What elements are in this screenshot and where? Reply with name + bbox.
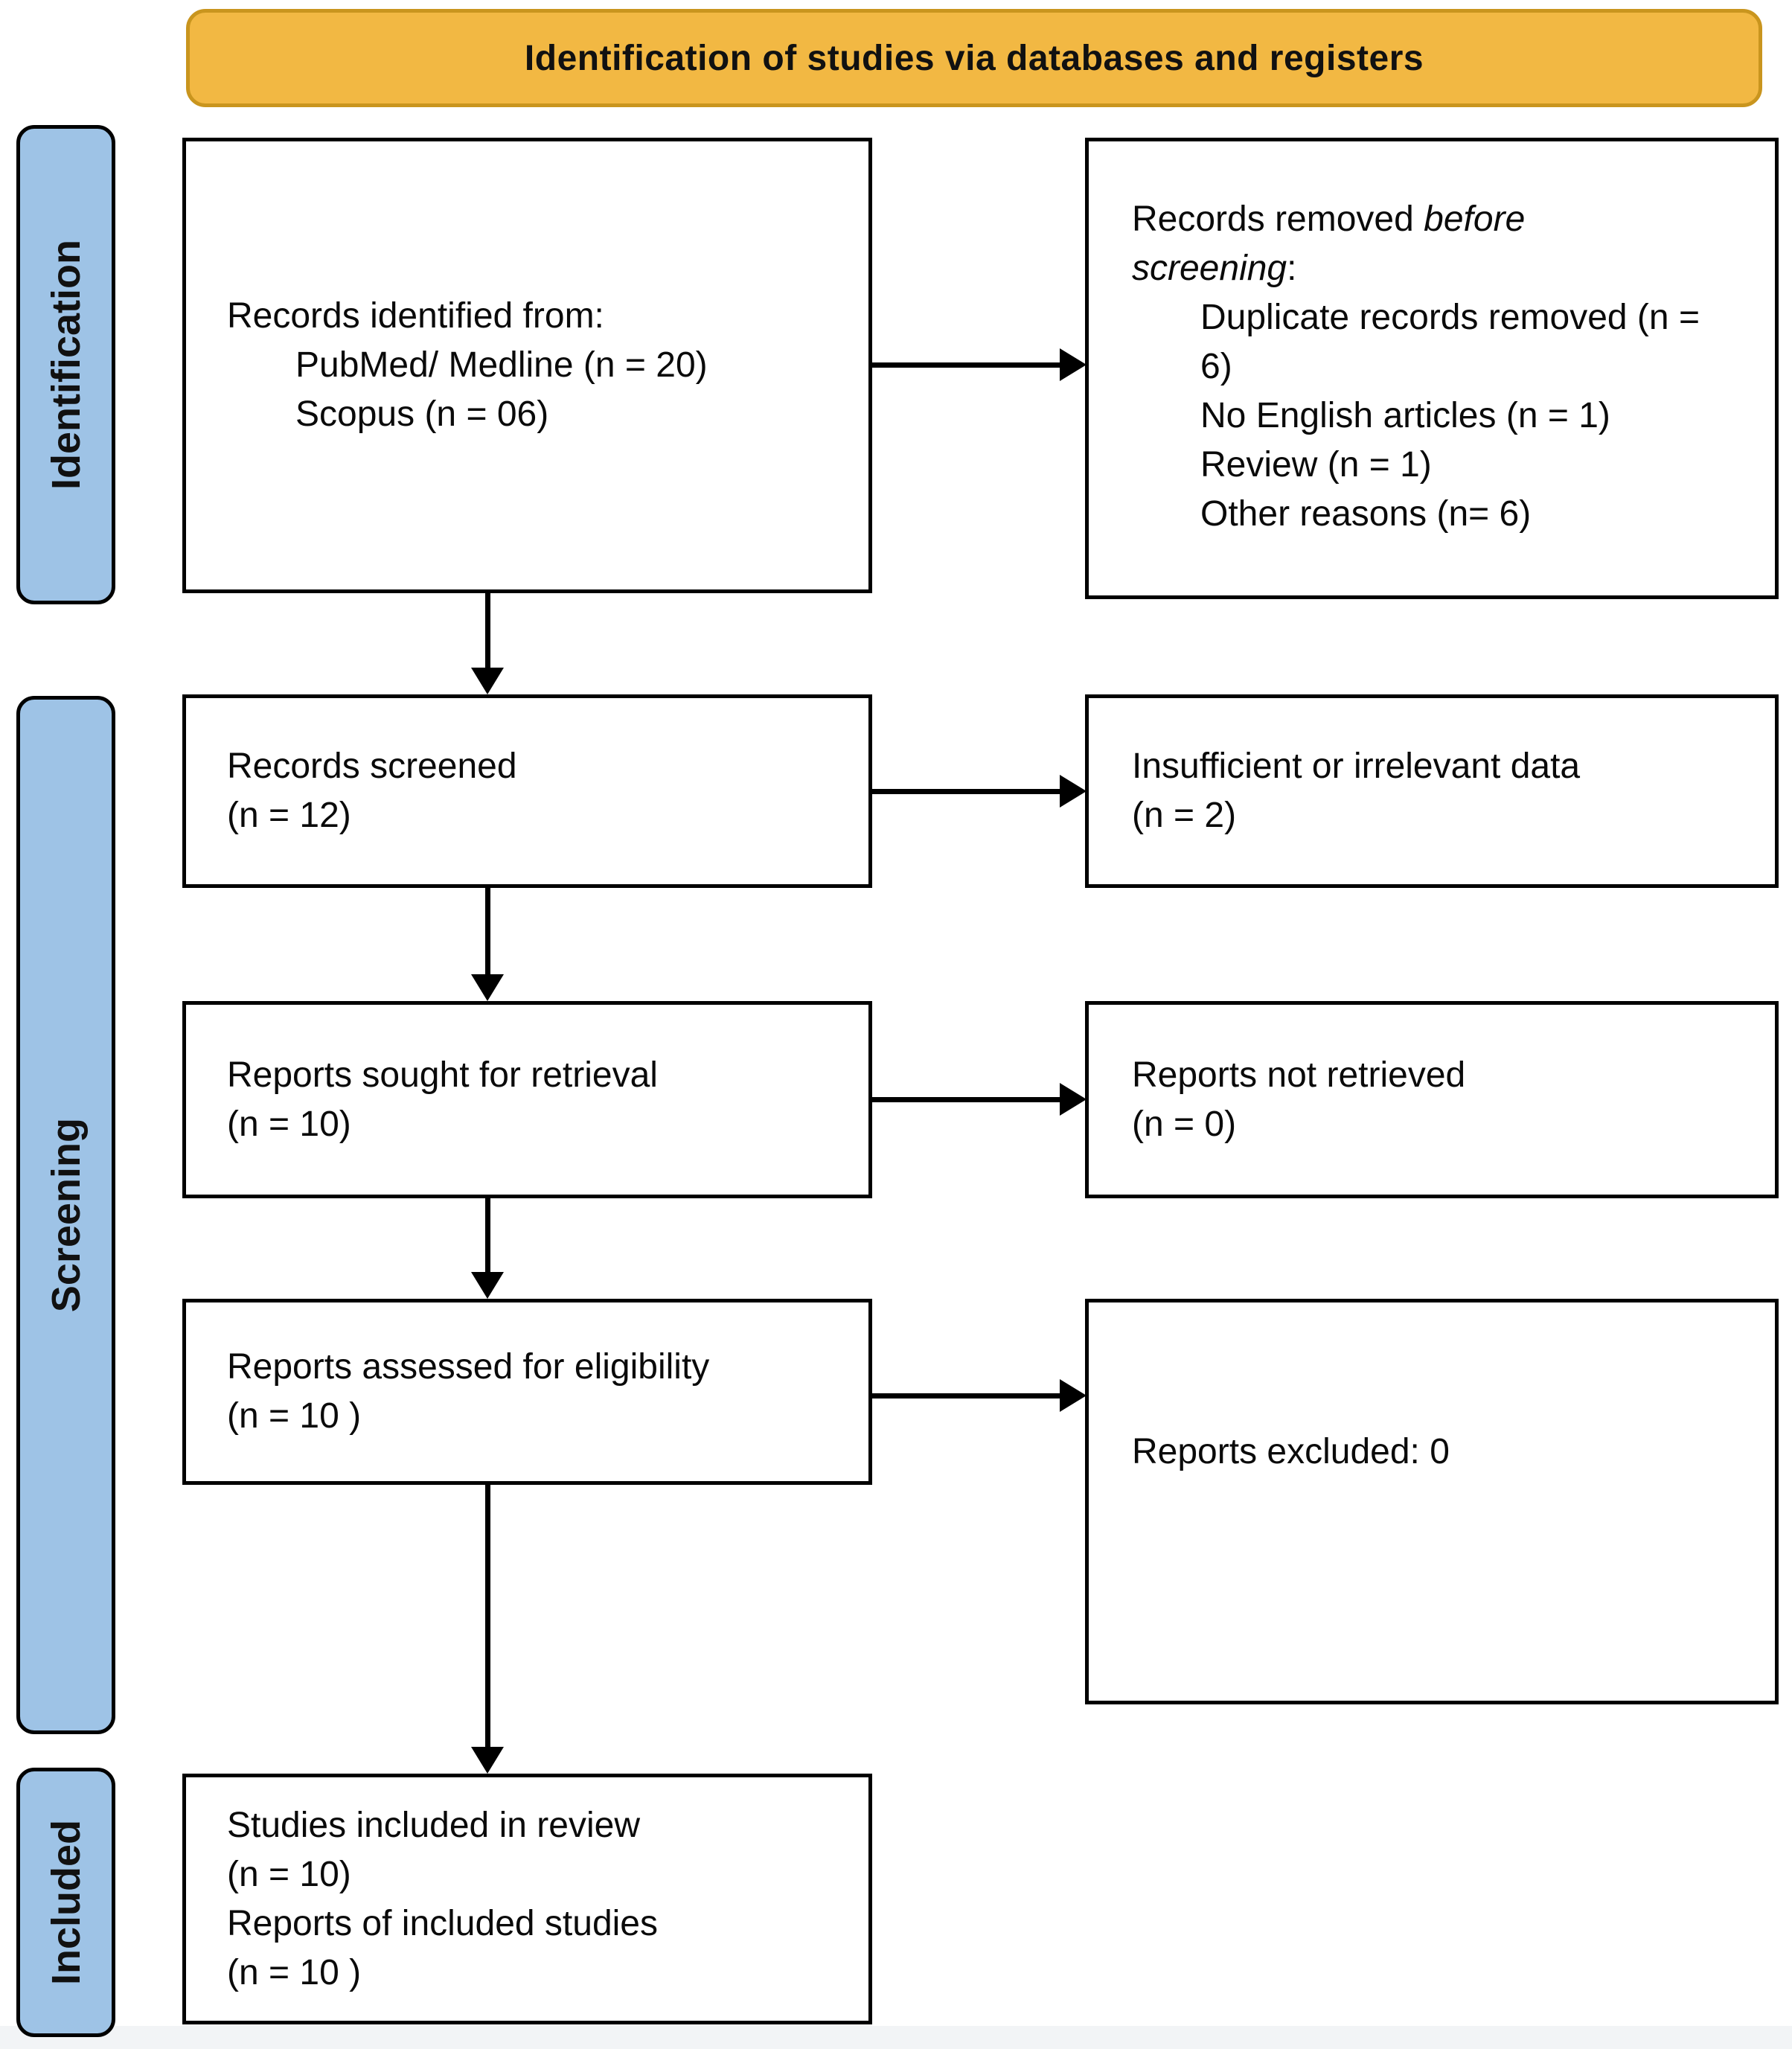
studies-included-line: Reports of included studies [227, 1903, 658, 1943]
reports-not-retrieved-line: Reports not retrieved [1132, 1055, 1466, 1095]
arrow-down-3-stem [485, 1198, 490, 1273]
stage-label-included: Included [16, 1768, 115, 2037]
arrow-down-3-head [471, 1272, 504, 1299]
records-removed-title: Records removed before screening: [1132, 195, 1608, 293]
banner: Identification of studies via databases … [186, 9, 1762, 107]
records-screened-line: (n = 12) [227, 796, 351, 835]
box-records-removed: Records removed before screening: Duplic… [1085, 138, 1779, 599]
records-screened-line: Records screened [227, 747, 517, 786]
studies-included-line: (n = 10) [227, 1854, 351, 1894]
arrow-right-3-head [1060, 1083, 1087, 1116]
reports-assessed-line: Reports assessed for eligibility [227, 1347, 710, 1387]
insufficient-data-line: Insufficient or irrelevant data [1132, 747, 1581, 786]
records-removed-title-italic: before screening [1132, 199, 1526, 288]
records-removed-title-suffix: : [1287, 249, 1297, 288]
arrow-right-2-stem [872, 789, 1061, 794]
records-removed-item: Duplicate records removed (n = 6) [1200, 298, 1700, 386]
arrow-down-1-head [471, 668, 504, 694]
records-identified-title: Records identified from: [227, 296, 604, 336]
reports-assessed-line: (n = 10 ) [227, 1396, 362, 1436]
studies-included-line: (n = 10 ) [227, 1952, 362, 1992]
box-reports-excluded: Reports excluded: 0 [1085, 1299, 1779, 1704]
arrow-down-1-stem [485, 593, 490, 669]
box-reports-sought: Reports sought for retrieval (n = 10) [182, 1001, 872, 1198]
records-removed-item: Other reasons (n= 6) [1200, 494, 1532, 534]
reports-sought-line: Reports sought for retrieval [227, 1055, 658, 1095]
box-studies-included: Studies included in review (n = 10) Repo… [182, 1774, 872, 2024]
studies-included-line: Studies included in review [227, 1805, 640, 1845]
box-records-screened: Records screened (n = 12) [182, 694, 872, 888]
stage-label-screening: Screening [16, 696, 115, 1734]
arrow-right-4-head [1060, 1379, 1087, 1412]
records-identified-item: Scopus (n = 06) [295, 394, 549, 434]
bottom-window-strip [0, 2026, 1792, 2049]
arrow-down-4-head [471, 1747, 504, 1774]
box-records-identified: Records identified from: PubMed/ Medline… [182, 138, 872, 593]
banner-title: Identification of studies via databases … [524, 38, 1424, 78]
arrow-right-4-stem [872, 1393, 1061, 1399]
stage-label-identification-text: Identification [43, 240, 89, 490]
insufficient-data-line: (n = 2) [1132, 796, 1237, 835]
box-reports-assessed: Reports assessed for eligibility (n = 10… [182, 1299, 872, 1485]
box-reports-not-retrieved: Reports not retrieved (n = 0) [1085, 1001, 1779, 1198]
arrow-down-2-stem [485, 888, 490, 976]
records-identified-item: PubMed/ Medline (n = 20) [295, 345, 708, 385]
arrow-right-2-head [1060, 775, 1087, 808]
stage-label-identification: Identification [16, 125, 115, 604]
arrow-right-1-head [1060, 348, 1087, 381]
records-removed-item: Review (n = 1) [1200, 445, 1432, 485]
records-removed-title-prefix: Records removed [1132, 199, 1424, 239]
stage-label-included-text: Included [43, 1819, 89, 1985]
arrow-right-3-stem [872, 1097, 1061, 1102]
stage-label-screening-text: Screening [43, 1117, 89, 1313]
reports-sought-line: (n = 10) [227, 1104, 351, 1144]
box-insufficient-data: Insufficient or irrelevant data (n = 2) [1085, 694, 1779, 888]
reports-not-retrieved-line: (n = 0) [1132, 1104, 1237, 1144]
arrow-down-4-stem [485, 1485, 490, 1748]
arrow-down-2-head [471, 974, 504, 1001]
records-removed-item: No English articles (n = 1) [1200, 396, 1610, 435]
reports-excluded-line: Reports excluded: 0 [1132, 1432, 1450, 1471]
arrow-right-1-stem [872, 362, 1061, 368]
